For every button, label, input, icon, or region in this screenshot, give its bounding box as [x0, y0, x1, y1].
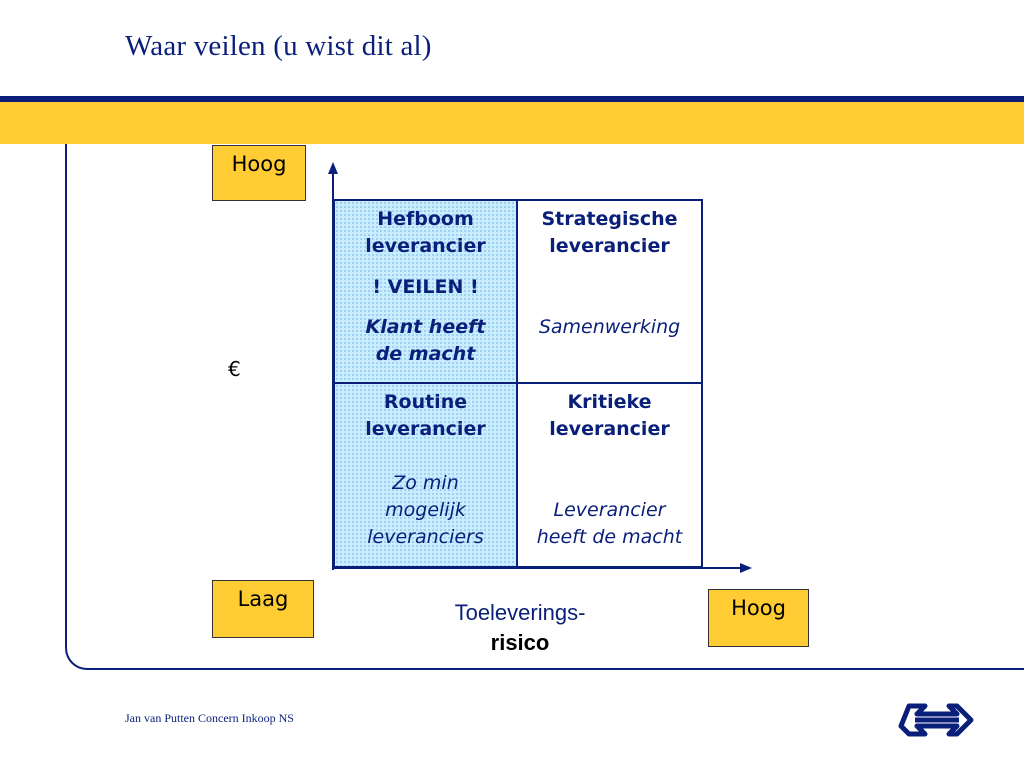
ns-logo-icon [898, 703, 974, 737]
quadrant-note: Samenwerking [538, 316, 681, 338]
quadrant-title-line1: Kritieke [567, 391, 652, 413]
quadrant-note-line2: mogelijk [385, 499, 466, 521]
quadrant-note-line1: Klant heeft [365, 316, 486, 338]
quadrant-title-line1: Strategische [541, 208, 678, 230]
quadrant-strategische: Strategische leverancier Samenwerking [518, 201, 701, 384]
y-axis-arrowhead [328, 162, 338, 174]
quadrant-note-line1: Zo min [392, 472, 459, 494]
y-axis-high-label: Hoog [212, 145, 306, 201]
slide-footer: Jan van Putten Concern Inkoop NS [125, 711, 294, 725]
quadrant-action: ! VEILEN ! [372, 276, 479, 298]
quadrant-title-line1: Hefboom [377, 208, 474, 230]
quadrant-note-line2: de macht [375, 343, 476, 365]
y-axis-low-label: Laag [212, 580, 314, 638]
quadrant-title-line1: Routine [383, 391, 468, 413]
quadrant-note-line1: Leverancier [553, 499, 666, 521]
quadrant-title-line2: leverancier [365, 418, 486, 440]
quadrant-note-line3: leveranciers [367, 526, 484, 548]
kraljic-matrix: Hefboom leverancier ! VEILEN ! Klant hee… [333, 199, 703, 568]
quadrant-note-line2: heeft de macht [536, 526, 683, 548]
quadrant-kritieke: Kritieke leverancier Leverancier heeft d… [518, 384, 701, 566]
x-axis-label-line1: Toeleverings- [454, 600, 586, 625]
quadrant-title-line2: leverancier [549, 418, 670, 440]
header-band-yellow [0, 102, 1024, 144]
x-axis-arrowhead [740, 563, 752, 573]
header-rule-blue [0, 96, 1024, 102]
content-frame [65, 144, 1024, 670]
quadrant-routine: Routine leverancier Zo min mogelijk leve… [335, 384, 518, 566]
x-axis-label: Toeleverings- risico [420, 598, 620, 658]
quadrant-title-line2: leverancier [365, 235, 486, 257]
quadrant-hefboom: Hefboom leverancier ! VEILEN ! Klant hee… [335, 201, 518, 384]
x-axis-high-label: Hoog [708, 589, 809, 647]
slide-title: Waar veilen (u wist dit al) [125, 30, 432, 62]
y-axis-euro-symbol: € [228, 357, 241, 381]
x-axis-label-line2: risico [490, 630, 550, 655]
quadrant-title-line2: leverancier [549, 235, 670, 257]
